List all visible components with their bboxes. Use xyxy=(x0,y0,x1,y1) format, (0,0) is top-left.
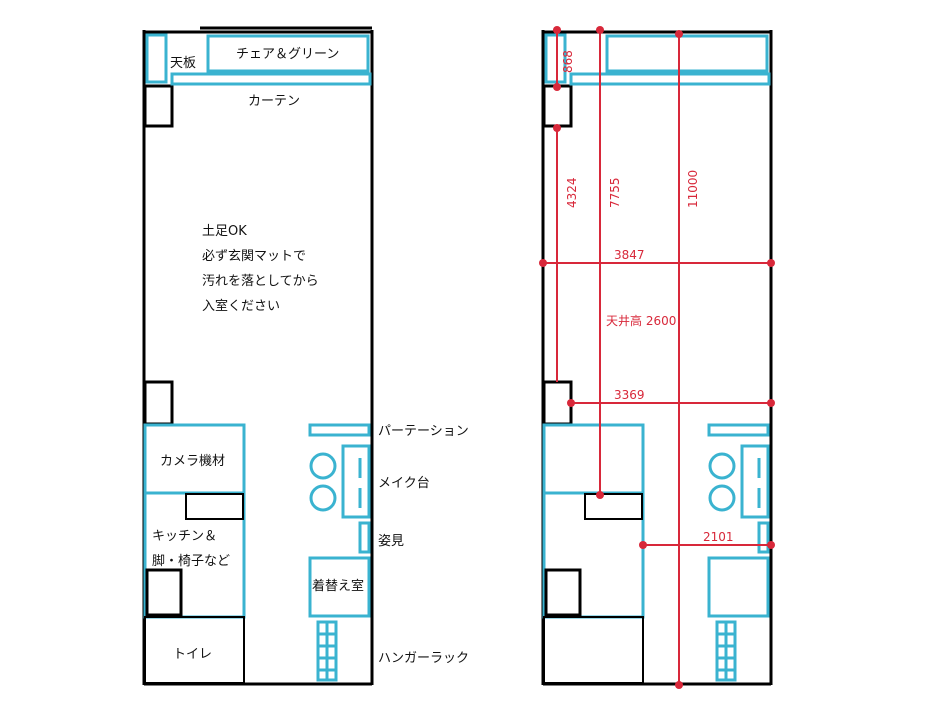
tenban-box xyxy=(145,33,168,84)
tenban-label: 天板 xyxy=(170,56,196,71)
r-partition-box xyxy=(707,423,770,437)
makeup-table xyxy=(341,444,371,519)
toilet-label: トイレ xyxy=(173,647,212,662)
r-kitchen-fridge xyxy=(544,568,582,617)
note-line-4: 入室ください xyxy=(202,298,280,314)
camera-label: カメラ機材 xyxy=(160,454,225,469)
r-toilet-room xyxy=(543,616,644,684)
left-pillar-mid xyxy=(143,380,174,426)
right-pillar-top xyxy=(542,84,573,128)
note-line-1: 土足OK xyxy=(202,224,247,239)
makeup-stool-1 xyxy=(309,452,337,480)
partition-box xyxy=(308,423,371,437)
partition-label: パーテーション xyxy=(378,424,469,439)
mirror-label: 姿見 xyxy=(378,533,404,549)
kitchen-label-1: キッチン＆ xyxy=(152,529,217,544)
r-mirror-box xyxy=(757,521,770,554)
dim-11000: 11000 xyxy=(686,170,700,208)
note-line-2: 必ず玄関マットで xyxy=(202,249,306,264)
dim-3847: 3847 xyxy=(614,248,645,262)
changing-label: 着替え室 xyxy=(312,578,364,594)
kitchen-fridge xyxy=(145,568,183,617)
makeup-label: メイク台 xyxy=(378,476,430,491)
curtain-box xyxy=(170,72,372,86)
note-line-3: 汚れを落としてから xyxy=(202,274,319,289)
r-chair-green-box xyxy=(605,34,769,73)
r-tenban-box xyxy=(544,33,567,84)
dim-2101: 2101 xyxy=(703,530,734,544)
chair-green-box xyxy=(206,34,370,73)
r-stool-2 xyxy=(708,484,736,512)
r-makeup-table xyxy=(740,444,770,519)
chair-green-label: チェア＆グリーン xyxy=(236,47,339,62)
kitchen-label-2: 脚・椅子など xyxy=(152,553,230,569)
toilet-room xyxy=(144,616,245,684)
r-changing-box xyxy=(707,556,770,618)
r-kitchen-counter xyxy=(584,493,643,520)
dim-3369: 3369 xyxy=(614,388,645,402)
right-pillar-mid xyxy=(542,380,573,426)
dim-4324: 4324 xyxy=(565,177,579,208)
r-kitchen-box xyxy=(542,491,645,619)
kitchen-counter xyxy=(185,493,244,520)
dim-7755: 7755 xyxy=(608,177,622,208)
makeup-stool-2 xyxy=(309,484,337,512)
r-curtain-box xyxy=(569,72,771,86)
dim-868: 868 xyxy=(561,50,575,73)
left-floor-plan: 天板 チェア＆グリーン カーテン 土足OK 必ず玄関マットで 汚れを落としてから… xyxy=(142,26,469,686)
full-mirror-box xyxy=(358,521,371,554)
r-camera-box xyxy=(542,423,645,495)
hanger-label: ハンガーラック xyxy=(378,651,469,666)
changing-room-box xyxy=(308,556,371,618)
curtain-label: カーテン xyxy=(248,94,300,109)
dimension-lines xyxy=(539,26,775,689)
r-stool-1 xyxy=(708,452,736,480)
left-pillar-top xyxy=(143,84,174,128)
right-floor-plan: 868 4324 7755 11000 3847 天井高 2600 3369 2… xyxy=(539,26,775,689)
dim-ceiling: 天井高 2600 xyxy=(606,313,676,328)
